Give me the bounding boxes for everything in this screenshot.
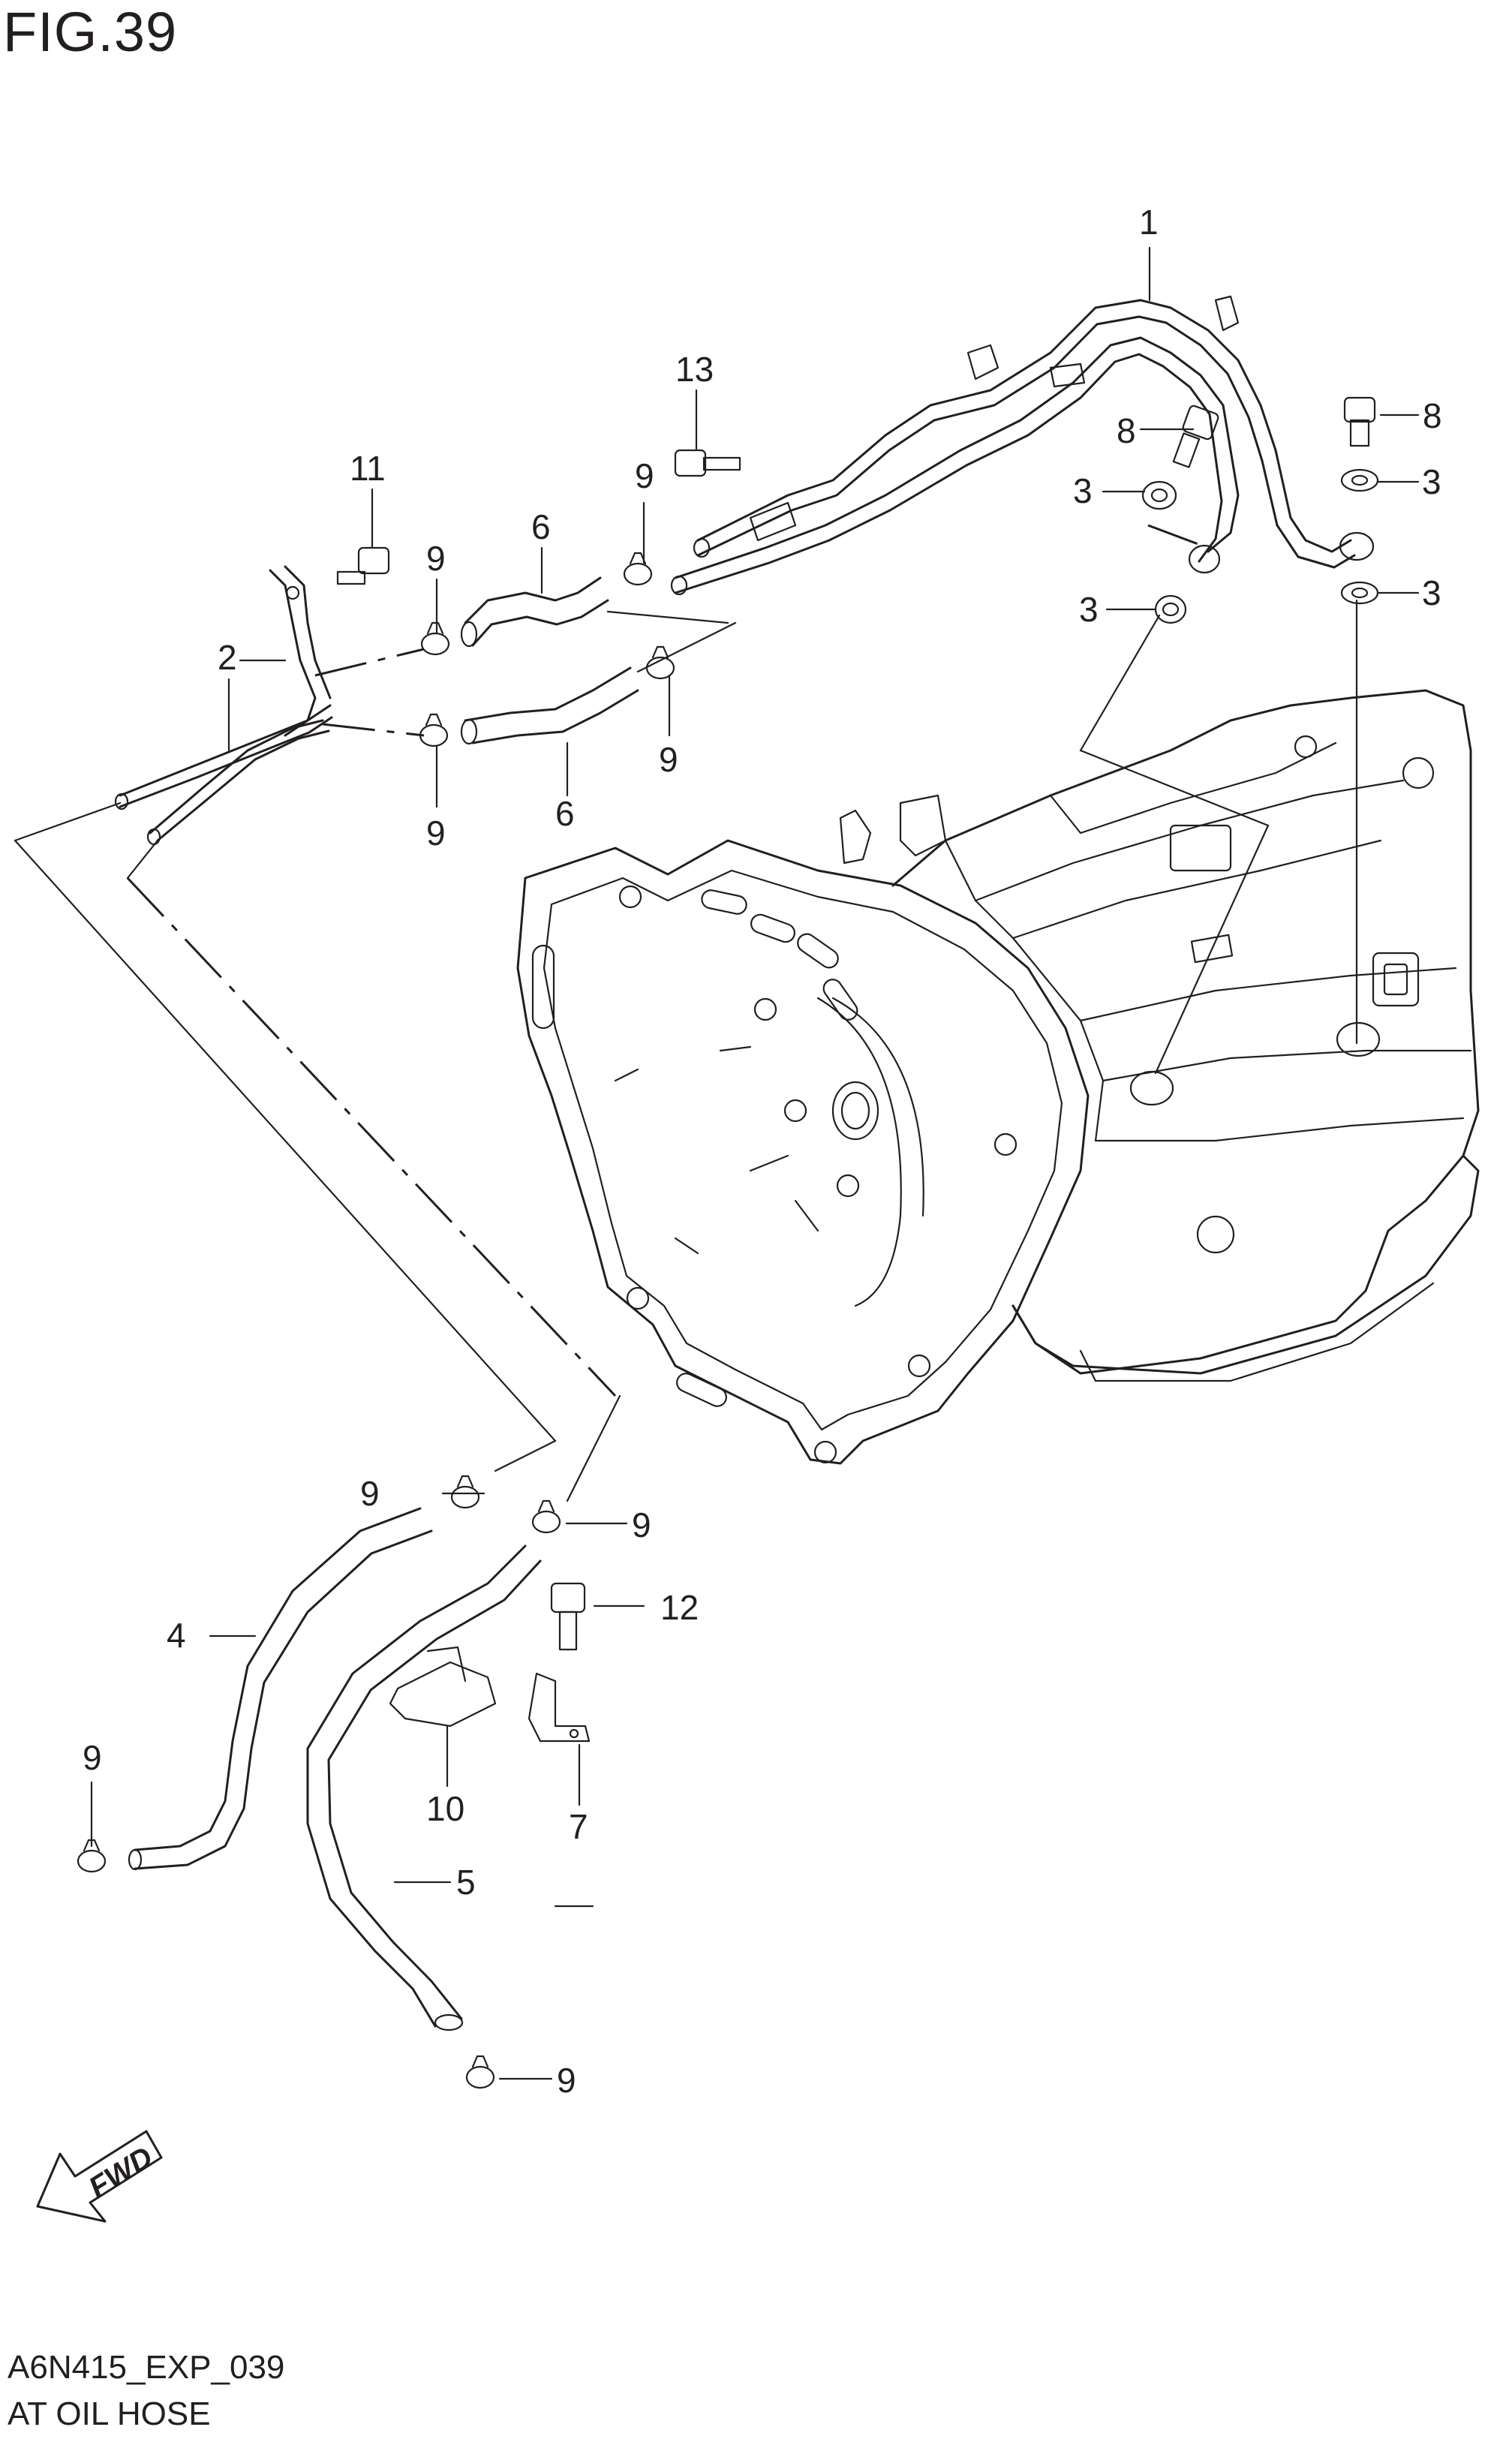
washer-icon	[1150, 488, 1168, 503]
washer-icon	[1340, 468, 1379, 492]
callout-13: 13	[675, 350, 714, 389]
callout-9: 9	[360, 1474, 380, 1513]
diagram-caption: AT OIL HOSE	[8, 2395, 211, 2432]
callout-numbers: 1 2 3 3 3 3 4 5 6 6 7 8 8 9 9 9 9 9 9 9 …	[83, 203, 1442, 2100]
washer-icon	[1141, 480, 1177, 510]
clamp-icons	[77, 552, 675, 2089]
callout-3: 3	[1422, 573, 1441, 612]
bracket-pipe-2	[114, 565, 333, 846]
callout-9: 9	[557, 2061, 576, 2100]
hose-6-lower	[460, 666, 639, 745]
washer-icon	[1162, 602, 1180, 617]
callout-6: 6	[531, 507, 551, 546]
washer-icon	[1340, 581, 1379, 605]
hose-4	[128, 1507, 433, 1871]
washer-icon	[1351, 474, 1369, 486]
bolt-8-right	[1343, 396, 1376, 447]
callout-1: 1	[1139, 203, 1159, 242]
callout-6: 6	[555, 794, 575, 833]
callout-9: 9	[426, 539, 446, 578]
clamp-icon	[419, 713, 449, 747]
callout-12: 12	[660, 1588, 699, 1627]
callout-4: 4	[167, 1616, 186, 1655]
callout-10: 10	[426, 1789, 464, 1828]
dash-lines	[126, 524, 1209, 1397]
callout-3: 3	[1422, 462, 1441, 501]
clamp-icon	[420, 621, 450, 656]
callout-2: 2	[218, 638, 237, 677]
callout-5: 5	[456, 1863, 476, 1902]
washer-icon	[1351, 587, 1369, 599]
callout-11: 11	[350, 449, 386, 488]
clamp-icon	[645, 645, 675, 680]
transmission-assembly	[516, 689, 1480, 1465]
clamp-icon	[531, 1499, 561, 1534]
callout-9: 9	[83, 1738, 102, 1777]
bolt-8-upper	[1172, 404, 1219, 468]
callout-9: 9	[635, 456, 654, 495]
hose-5	[306, 1544, 542, 2031]
drawing-code: A6N415_EXP_039	[8, 2349, 285, 2386]
bolt-13	[674, 449, 741, 477]
washer-icon	[1154, 594, 1187, 624]
bracket-7	[528, 1672, 591, 1743]
fwd-label: FWD	[83, 2140, 159, 2205]
clamp-icon	[450, 1475, 480, 1509]
callout-9: 9	[632, 1505, 651, 1544]
callout-9: 9	[426, 813, 446, 853]
bolt-12	[550, 1582, 586, 1651]
clamp-icon	[623, 552, 653, 586]
figure-title: FIG.39	[3, 1, 178, 63]
callout-8: 8	[1117, 411, 1136, 450]
callout-8: 8	[1423, 396, 1442, 435]
bolt-11	[336, 546, 390, 585]
oil-pipe-assembly	[670, 295, 1375, 596]
callout-3: 3	[1079, 590, 1099, 629]
callout-7: 7	[569, 1807, 588, 1846]
clip-10	[389, 1646, 497, 1728]
callout-9: 9	[659, 740, 678, 779]
callout-3: 3	[1073, 471, 1093, 510]
fwd-direction-arrow: FWD	[36, 2130, 163, 2223]
leader-lines	[14, 246, 1420, 2080]
clamp-icon	[465, 2055, 495, 2089]
hose-6-upper	[460, 576, 609, 648]
